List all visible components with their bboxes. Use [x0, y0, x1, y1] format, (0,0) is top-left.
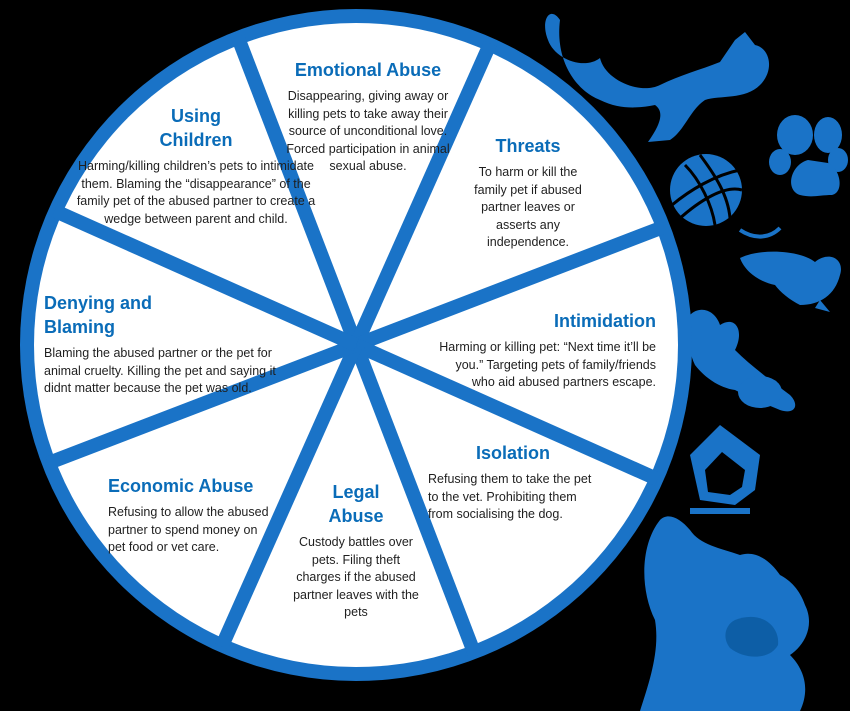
yarn-ball-icon [670, 154, 782, 239]
wheel-spoke [353, 338, 661, 486]
segment-body: Harming/killing children’s pets to intim… [76, 159, 316, 226]
segment-body: To harm or kill the family pet if abused… [474, 165, 582, 249]
rabbit-icon [687, 309, 796, 412]
wheel-spoke [215, 342, 363, 650]
segment-legal-abuse: Legal Abuse Custody battles over pets. F… [292, 480, 420, 622]
bird-icon [740, 251, 841, 312]
wheel-spoke [349, 342, 481, 656]
birdhouse-icon [690, 425, 760, 514]
segment-body: Disappearing, giving away or killing pet… [286, 89, 450, 173]
wheel-spokes [45, 34, 667, 656]
segment-title: Emotional Abuse [294, 60, 442, 80]
segment-title: Economic Abuse [108, 476, 254, 496]
segment-body: Custody battles over pets. Filing theft … [293, 535, 419, 619]
segment-using-children: Using Children Harming/killing children’… [76, 104, 316, 228]
segment-body: Refusing them to take the pet to the vet… [428, 472, 592, 521]
segment-title: Intimidation [554, 311, 656, 331]
wheel-spoke [353, 220, 667, 352]
segment-intimidation: Intimidation Harming or killing pet: “Ne… [430, 309, 656, 392]
segment-emotional-abuse: Emotional Abuse Disappearing, giving awa… [282, 58, 454, 176]
wheel-spoke [51, 204, 359, 352]
segment-denying-and-blaming: Denying and Blaming Blaming the abused p… [44, 291, 280, 398]
dog-icon [640, 516, 810, 711]
segment-economic-abuse: Economic Abuse Refusing to allow the abu… [108, 474, 278, 557]
wheel-spoke [231, 34, 363, 348]
segment-body: Blaming the abused partner or the pet fo… [44, 346, 276, 395]
segment-isolation: Isolation Refusing them to take the pet … [428, 441, 598, 524]
cat-icon [545, 13, 770, 142]
segment-title: Isolation [475, 443, 550, 463]
segment-body: Harming or killing pet: “Next time it’ll… [439, 340, 656, 389]
paw-print-icon [769, 115, 848, 197]
segment-title: Legal Abuse [328, 482, 384, 526]
segment-title: Using Children [159, 106, 233, 150]
segment-title: Threats [495, 136, 561, 156]
wheel-spoke [45, 338, 359, 470]
segment-threats: Threats To harm or kill the family pet i… [462, 134, 594, 252]
segment-body: Refusing to allow the abused partner to … [108, 505, 269, 554]
wheel-spoke [349, 40, 497, 348]
segment-title: Denying and Blaming [44, 293, 153, 337]
